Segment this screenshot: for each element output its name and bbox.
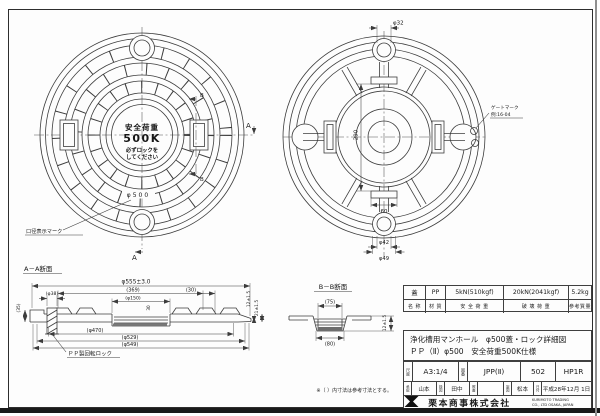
cover-safety-value: 500K xyxy=(123,132,161,145)
front-left-lug xyxy=(59,119,79,151)
dim-phi49: φ49 xyxy=(379,256,389,262)
section-b-marker: B xyxy=(200,177,204,183)
gate-mark-dot xyxy=(471,139,479,147)
dim-35: (35) xyxy=(16,303,22,312)
gate-mark-label: ゲートマーク xyxy=(491,104,519,111)
dim-phi32: φ32 xyxy=(393,21,404,27)
section-a-marker: A xyxy=(132,254,137,262)
draft-label: 製図 xyxy=(504,382,512,395)
title-block: 蓋 PP 5kN(510kgf) 20kN(2041kgf) 5.2kg 名 称… xyxy=(403,285,592,410)
cover-lock-warning-1: 必ずロックを xyxy=(126,146,158,154)
drawing-number-rev: HP1R xyxy=(563,367,584,376)
dim-290: 290 xyxy=(354,129,360,140)
approval-name: 山本 xyxy=(412,382,437,395)
dim-phi555: φ555±3.0 xyxy=(122,280,151,286)
section-bb-caption: B－B断面 xyxy=(319,282,348,291)
back-top-boss xyxy=(372,38,396,62)
dim-30: (30) xyxy=(186,288,196,294)
scale-row: 尺度 A3:1/4 図番 JPP(Ⅱ) 502 HP1R xyxy=(403,361,592,382)
draft-name: 松本 xyxy=(512,382,534,395)
dim-21: 21±1.5 xyxy=(254,300,260,316)
date-label: 日付 xyxy=(534,382,542,395)
cover-lock-warning-2: してください xyxy=(126,154,159,161)
review-name xyxy=(478,382,504,395)
gate-mark-value: 例:16-04 xyxy=(491,111,511,118)
spec-break-load-value: 20kN(2041kgf) xyxy=(504,286,569,300)
spec-name-value: 蓋 xyxy=(404,286,426,300)
dim-phi470: (φ470) xyxy=(87,328,104,334)
dim-phi150: (φ150) xyxy=(125,296,141,302)
dim-75: (75) xyxy=(325,300,335,306)
front-view: B B A A 安全荷重 500K 必ずロックを してください φ500 口径表… xyxy=(25,27,257,262)
drawing-title-line1: 浄化槽用マンホール φ500蓋・ロック詳細図 xyxy=(410,335,567,345)
company-en-line2: CO., LTD OSAKA, JAPAN xyxy=(532,402,574,407)
spec-mass-header: 参考質量 xyxy=(569,303,591,310)
review-label: 照査 xyxy=(470,382,478,395)
spec-break-load-header: 破 壊 荷 重 xyxy=(504,299,569,313)
drawing-title-line2: ＰＰ（Ⅱ）φ500 安全荷重500K仕様 xyxy=(410,346,537,356)
spec-table: 蓋 PP 5kN(510kgf) 20kN(2041kgf) 5.2kg 名 称… xyxy=(403,285,592,313)
scale-label: 尺度 xyxy=(404,362,413,381)
section-b-marker: B xyxy=(200,93,204,99)
spec-material-value: PP xyxy=(426,286,446,300)
bore-mark-label: 口径表示マーク xyxy=(26,227,62,235)
scan-edge-bottom xyxy=(0,408,600,413)
kurimoto-logo xyxy=(404,396,419,407)
company-row: 栗本商事株式会社 KURIMOTO TRADING CO., LTD OSAKA… xyxy=(403,396,592,410)
scale-value: A3:1/4 xyxy=(413,362,459,381)
spec-material-header: 材 質 xyxy=(426,299,446,313)
approval-label: 承認 xyxy=(404,382,412,395)
back-right-slot xyxy=(431,120,445,154)
spec-safety-load-header: 安 全 荷 重 xyxy=(446,299,504,313)
date-value: 平成28年12月 1日 xyxy=(542,386,591,393)
dim-phi38: (φ38) xyxy=(46,291,59,297)
section-aa-caption: A－A断面 xyxy=(24,264,53,273)
section-a-marker: A xyxy=(246,122,251,130)
drawing-number-label: 図番 xyxy=(459,362,468,381)
dim-369: (369) xyxy=(126,288,139,294)
dim-60: 60 xyxy=(381,209,388,215)
check-label: 検図 xyxy=(437,382,445,395)
drawing-number-value: JPP(Ⅱ) xyxy=(468,362,521,381)
back-left-slot xyxy=(323,120,337,154)
front-top-boss xyxy=(129,35,155,61)
front-bottom-boss xyxy=(129,209,155,235)
section-bb: B－B断面 (75) (80) 12±1.5 xyxy=(288,282,394,348)
drawing-title-box: 浄化槽用マンホール φ500蓋・ロック詳細図 ＰＰ（Ⅱ）φ500 安全荷重500… xyxy=(403,330,592,361)
dim-bb-12: 12±1.5 xyxy=(382,315,388,331)
cover-bore-text: φ500 xyxy=(127,192,150,199)
company-en-line1: KURIMOTO TRADING xyxy=(532,398,569,403)
company-name-english: KURIMOTO TRADING CO., LTD OSAKA, JAPAN xyxy=(532,398,588,407)
spec-name-header: 名 称 xyxy=(404,299,426,313)
check-name: 田中 xyxy=(445,382,470,395)
dim-phi529: (φ529) xyxy=(122,335,139,341)
back-bottom-boss xyxy=(372,212,396,236)
dim-phi549: (φ549) xyxy=(122,342,139,348)
cover-safety-label: 安全荷重 xyxy=(125,122,159,132)
pp-lock-label: ＰＰ製回転ロック xyxy=(68,350,112,358)
spec-mass-value: 5.2kg xyxy=(569,286,591,300)
section-aa: A－A断面 φ555±3.0 xyxy=(16,264,265,358)
dim-depth30: 30 xyxy=(146,305,151,311)
front-right-lug xyxy=(189,119,209,151)
approval-row: 承認 山本 検図 田中 照査 製図 松本 日付 平成28年12月 1日 xyxy=(403,382,592,396)
dim-12: 12±1.5 xyxy=(246,291,252,307)
spec-safety-load-value: 5kN(510kgf) xyxy=(446,286,504,300)
dim-80: (80) xyxy=(325,342,335,348)
back-view: ゲートマーク 例:16-04 φ32 φ42 φ49 290 60 xyxy=(282,21,523,262)
scan-edge-right xyxy=(595,0,597,416)
dim-phi42: φ42 xyxy=(379,240,389,246)
company-name: 栗本商事株式会社 xyxy=(428,399,511,409)
reference-dimension-note: ※（ ）内寸法は参考寸法とする。 xyxy=(316,388,392,394)
gate-mark-dot xyxy=(470,127,478,135)
drawing-number-code: 502 xyxy=(521,362,556,381)
